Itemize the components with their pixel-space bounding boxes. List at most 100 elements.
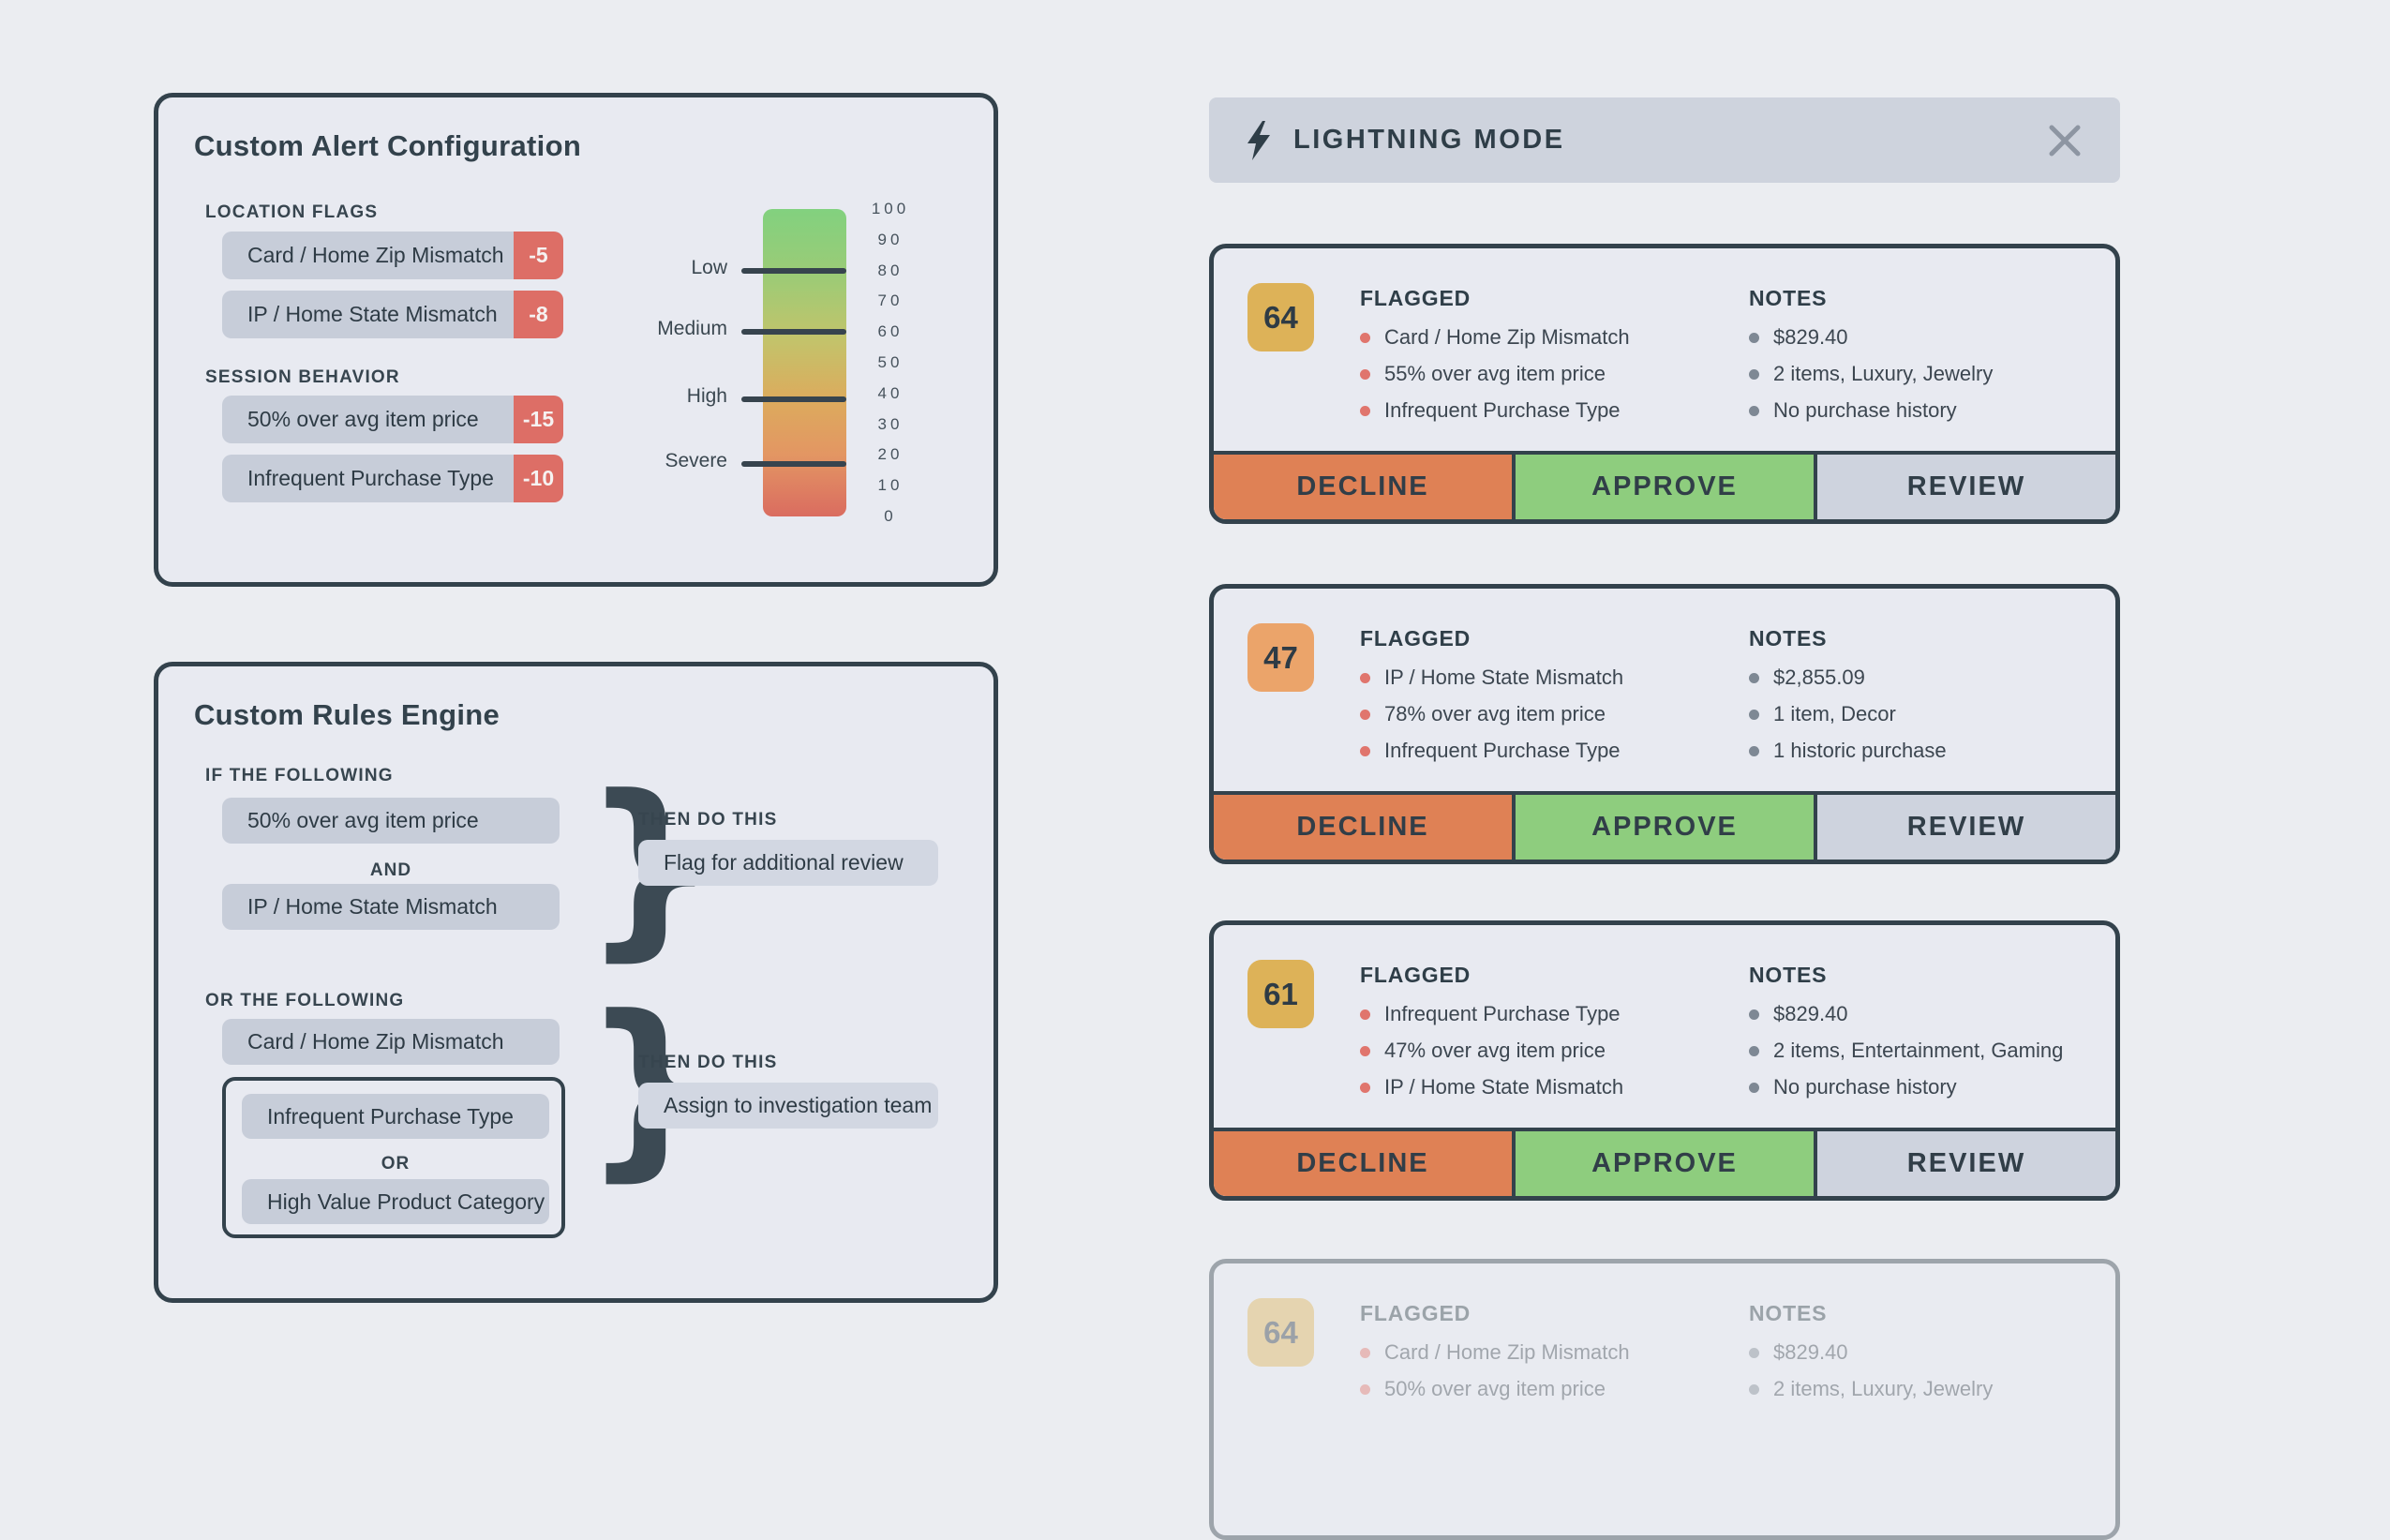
threshold-line-low[interactable] [741, 268, 846, 274]
flagged-heading: FLAGGED [1360, 963, 1471, 987]
risk-score-badge: 64 [1247, 1298, 1314, 1367]
threshold-label-medium: Medium [657, 318, 727, 339]
action-label: Flag for additional review [664, 850, 904, 875]
section-label-location-flags: LOCATION FLAGS [205, 202, 379, 222]
threshold-line-medium[interactable] [741, 329, 846, 335]
risk-card-faded: 64 FLAGGED Card / Home Zip Mismatch 50% … [1209, 1259, 2120, 1540]
flag-item: Infrequent Purchase Type [1360, 1000, 1621, 1028]
note-bullet-icon [1749, 1082, 1759, 1093]
approve-button[interactable]: APPROVE [1512, 1131, 1817, 1196]
flag-item: 50% over avg item price [1360, 1375, 1606, 1403]
alert-rule-label: Card / Home Zip Mismatch [247, 243, 504, 267]
if-group-label: IF THE FOLLOWING [205, 766, 394, 785]
alert-rule-label: 50% over avg item price [247, 407, 479, 431]
tick-label-30: 30 [877, 415, 904, 433]
action-flag-for-review[interactable]: Flag for additional review [638, 840, 938, 886]
note-item: $2,855.09 [1749, 664, 1865, 692]
notes-heading: NOTES [1749, 286, 1828, 310]
and-operator-label: AND [369, 860, 412, 880]
flag-bullet-icon [1360, 332, 1370, 343]
tick-label-60: 60 [877, 322, 904, 340]
alert-rule-infrequent-purchase[interactable]: Infrequent Purchase Type -10 [222, 455, 563, 502]
lightning-mode-title: LIGHTNING MODE [1293, 125, 1565, 155]
note-bullet-icon [1749, 672, 1759, 683]
action-button-row: DECLINE APPROVE REVIEW [1214, 791, 2115, 860]
alert-rule-label: IP / Home State Mismatch [247, 302, 498, 326]
action-label: Assign to investigation team [664, 1093, 933, 1117]
notes-heading: NOTES [1749, 626, 1828, 650]
threshold-line-severe[interactable] [741, 461, 846, 467]
note-bullet-icon [1749, 405, 1759, 416]
flag-bullet-icon [1360, 1009, 1370, 1020]
decline-button[interactable]: DECLINE [1214, 795, 1512, 860]
review-button[interactable]: REVIEW [1817, 795, 2115, 860]
risk-card: 47 FLAGGED IP / Home State Mismatch 78% … [1209, 584, 2120, 864]
note-bullet-icon [1749, 368, 1759, 380]
approve-button[interactable]: APPROVE [1512, 455, 1817, 519]
decline-button[interactable]: DECLINE [1214, 1131, 1512, 1196]
risk-score-badge: 64 [1247, 283, 1314, 351]
flag-item: Card / Home Zip Mismatch [1360, 323, 1630, 351]
flagged-heading: FLAGGED [1360, 1301, 1471, 1325]
if-condition-a[interactable]: 50% over avg item price [222, 798, 560, 844]
note-bullet-icon [1749, 332, 1759, 343]
condition-label: High Value Product Category [267, 1189, 545, 1214]
note-bullet-icon [1749, 1009, 1759, 1020]
flag-item: IP / Home State Mismatch [1360, 1073, 1623, 1101]
action-assign-investigation[interactable]: Assign to investigation team [638, 1083, 938, 1129]
nested-condition-a[interactable]: Infrequent Purchase Type [242, 1094, 549, 1139]
nested-or-group: Infrequent Purchase Type OR High Value P… [222, 1077, 565, 1238]
review-button[interactable]: REVIEW [1817, 1131, 2115, 1196]
score-tag: -10 [514, 455, 563, 502]
nested-condition-b[interactable]: High Value Product Category [242, 1179, 549, 1224]
flagged-heading: FLAGGED [1360, 286, 1471, 310]
approve-button[interactable]: APPROVE [1512, 795, 1817, 860]
flag-bullet-icon [1360, 1347, 1370, 1358]
flag-item: 78% over avg item price [1360, 700, 1606, 728]
note-item: No purchase history [1749, 396, 1957, 425]
score-tag: -8 [514, 291, 563, 338]
risk-score-badge: 47 [1247, 623, 1314, 692]
threshold-label-severe: Severe [665, 450, 727, 471]
note-item: $829.40 [1749, 1338, 1848, 1367]
note-bullet-icon [1749, 1347, 1759, 1358]
score-tag: -5 [514, 232, 563, 279]
threshold-label-low: Low [691, 257, 727, 278]
condition-label: IP / Home State Mismatch [247, 894, 498, 919]
note-item: 2 items, Luxury, Jewelry [1749, 360, 1993, 388]
flag-bullet-icon [1360, 1383, 1370, 1395]
risk-card: 61 FLAGGED Infrequent Purchase Type 47% … [1209, 920, 2120, 1201]
close-icon[interactable] [2045, 121, 2084, 160]
threshold-line-high[interactable] [741, 396, 846, 402]
alert-rule-ip-home-state[interactable]: IP / Home State Mismatch -8 [222, 291, 563, 338]
action-button-row: DECLINE APPROVE REVIEW [1214, 451, 2115, 519]
flag-item: Card / Home Zip Mismatch [1360, 1338, 1630, 1367]
note-bullet-icon [1749, 709, 1759, 720]
note-item: $829.40 [1749, 323, 1848, 351]
flag-bullet-icon [1360, 368, 1370, 380]
flag-item: 47% over avg item price [1360, 1037, 1606, 1065]
fraud-review-dashboard: { "colors": { "dark_slate": "#33424c", "… [154, 93, 2120, 1540]
decline-button[interactable]: DECLINE [1214, 455, 1512, 519]
alert-rule-card-home-zip[interactable]: Card / Home Zip Mismatch -5 [222, 232, 563, 279]
alert-rule-label: Infrequent Purchase Type [247, 466, 494, 490]
alert-rule-over-avg-price[interactable]: 50% over avg item price -15 [222, 396, 563, 443]
condition-label: 50% over avg item price [247, 808, 479, 832]
condition-label: Infrequent Purchase Type [267, 1103, 514, 1129]
lightning-bolt-icon [1247, 120, 1270, 160]
action-button-row: DECLINE APPROVE REVIEW [1214, 1128, 2115, 1196]
note-bullet-icon [1749, 745, 1759, 756]
lightning-mode-header: LIGHTNING MODE [1209, 97, 2120, 183]
review-button[interactable]: REVIEW [1817, 455, 2115, 519]
then-label-1: THEN DO THIS [638, 810, 778, 830]
threshold-label-high: High [686, 385, 727, 407]
flag-bullet-icon [1360, 709, 1370, 720]
tick-label-70: 70 [877, 292, 904, 309]
risk-card: 64 FLAGGED Card / Home Zip Mismatch 55% … [1209, 244, 2120, 524]
note-item: 2 items, Entertainment, Gaming [1749, 1037, 2063, 1065]
or-condition-a[interactable]: Card / Home Zip Mismatch [222, 1019, 560, 1065]
note-bullet-icon [1749, 1045, 1759, 1056]
flag-bullet-icon [1360, 745, 1370, 756]
if-condition-b[interactable]: IP / Home State Mismatch [222, 884, 560, 930]
flag-bullet-icon [1360, 1082, 1370, 1093]
